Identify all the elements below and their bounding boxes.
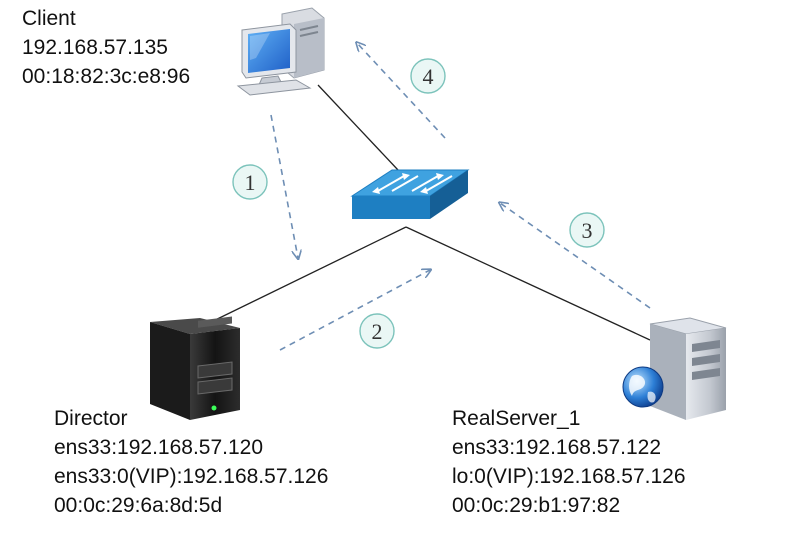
step-number-1: 1 [245, 170, 256, 195]
step-badge-4: 4 [410, 58, 446, 94]
step-number-4: 4 [423, 64, 434, 89]
client-label: Client 192.168.57.135 00:18:82:3c:e8:96 [22, 4, 190, 91]
director-ens33: ens33:192.168.57.120 [54, 436, 264, 459]
desktop-computer-icon [236, 7, 325, 96]
realserver-label: RealServer_1 ens33:192.168.57.122 lo:0(V… [452, 404, 686, 520]
network-links [204, 84, 651, 341]
client-name: Client [22, 7, 76, 30]
network-switch-icon [350, 169, 470, 219]
director-name: Director [54, 407, 128, 430]
client-mac: 00:18:82:3c:e8:96 [22, 65, 191, 88]
realserver-name: RealServer_1 [452, 407, 581, 430]
step-badge-2: 2 [359, 313, 395, 349]
realserver-vip: lo:0(VIP):192.168.57.126 [452, 465, 686, 488]
director-mac: 00:0c:29:6a:8d:5d [54, 494, 223, 517]
link-client-switch [317, 84, 399, 171]
director-vip: ens33:0(VIP):192.168.57.126 [54, 465, 329, 488]
step-number-3: 3 [582, 218, 593, 243]
server-tower-icon [150, 316, 240, 420]
step-number-2: 2 [372, 319, 383, 344]
client-ip: 192.168.57.135 [22, 36, 168, 59]
step-badge-3: 3 [569, 212, 605, 248]
flow-arrows [270, 43, 651, 351]
director-label: Director ens33:192.168.57.120 ens33:0(VI… [54, 404, 328, 520]
flow-arrow-2 [279, 270, 430, 351]
realserver-mac: 00:0c:29:b1:97:82 [452, 494, 621, 517]
link-switch-director [204, 226, 407, 326]
step-badge-1: 1 [232, 164, 268, 200]
web-server-icon [622, 317, 727, 420]
flow-arrow-3 [500, 203, 651, 309]
realserver-ens33: ens33:192.168.57.122 [452, 436, 662, 459]
flow-arrow-1 [270, 114, 298, 258]
link-switch-realserver [405, 226, 651, 341]
